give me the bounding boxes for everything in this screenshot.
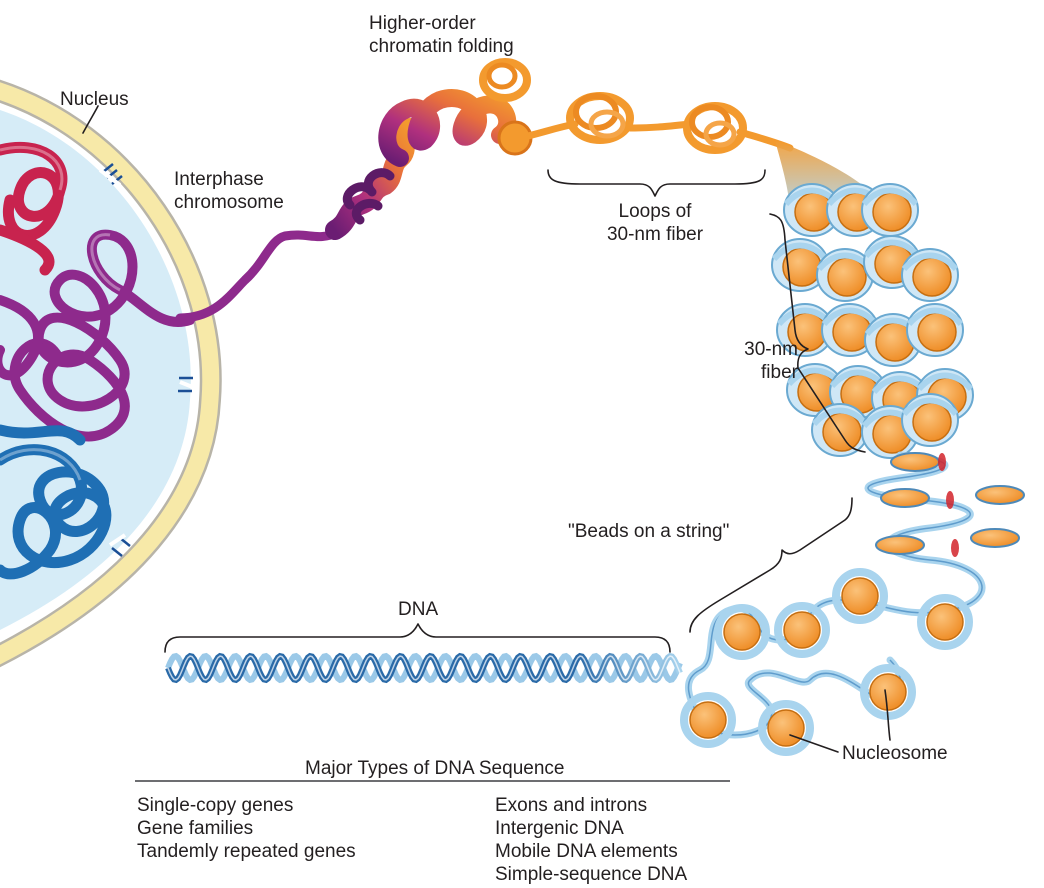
linker-histone	[946, 491, 954, 509]
nucleosome	[774, 602, 830, 658]
bracket-dna	[164, 623, 671, 653]
label-dna: DNA	[398, 599, 439, 620]
nucleosome	[758, 700, 814, 756]
fiber-loop	[683, 102, 747, 154]
nucleosome	[917, 594, 973, 650]
fiber-nucleosome	[906, 303, 964, 357]
label-30nm-fiber: 30-nm fiber	[700, 338, 798, 384]
fiber-loop	[479, 58, 531, 102]
label-beads-on-string: "Beads on a string"	[568, 521, 730, 542]
nucleosome	[714, 604, 770, 660]
dna-double-helix	[165, 652, 683, 684]
nucleosome	[680, 692, 736, 748]
table-left-item: Single-copy genes	[137, 795, 294, 816]
fiber-loops	[479, 58, 794, 154]
chromosome-highlights	[0, 145, 121, 481]
label-loops: Loops of 30-nm fiber	[590, 200, 720, 246]
bracket-beads	[689, 497, 853, 633]
30nm-fiber	[771, 183, 974, 459]
label-higher-order-line1: Higher-order	[369, 13, 476, 34]
higher-order-folding	[325, 89, 533, 240]
chromosome-red	[0, 141, 68, 241]
label-interphase-line1: Interphase	[174, 169, 264, 190]
fiber-nucleosome	[901, 393, 959, 447]
label-interphase-line2: chromosome	[174, 192, 284, 213]
nucleosome	[860, 664, 916, 720]
linker-histone	[938, 453, 946, 471]
table-divider	[135, 780, 730, 782]
disc-nucleosome	[975, 485, 1025, 505]
disc-nucleosome	[970, 528, 1020, 548]
chromosome-strand	[175, 227, 345, 323]
table-right-item: Mobile DNA elements	[495, 841, 678, 862]
leader-nucleus	[82, 105, 99, 134]
leader-nucleosome-2	[884, 689, 891, 741]
fiber-nucleosome	[811, 403, 869, 457]
table-title: Major Types of DNA Sequence	[305, 758, 565, 779]
table-left-column: Single-copy genes Gene families Tandemly…	[137, 794, 356, 863]
table-right-column: Exons and introns Intergenic DNA Mobile …	[495, 794, 687, 886]
label-nucleus: Nucleus	[60, 89, 129, 110]
bracket-30nm	[769, 213, 866, 453]
disc-nucleosome	[890, 452, 940, 472]
linker-histone	[951, 539, 959, 557]
bracket-loops	[547, 169, 766, 197]
disc-nucleosome	[875, 535, 925, 555]
fiber-nucleosome	[901, 248, 959, 302]
label-interphase-chromosome: Interphase chromosome	[174, 168, 284, 214]
chromosome-blue	[0, 444, 112, 580]
table-left-item: Gene families	[137, 818, 254, 839]
fiber-nucleosome	[861, 183, 919, 237]
label-nucleosome: Nucleosome	[842, 743, 948, 764]
table-left-item: Tandemly repeated genes	[137, 841, 356, 862]
nucleus	[0, 79, 222, 668]
label-loops-line2: 30-nm fiber	[606, 224, 704, 245]
fiber-nucleosome	[821, 303, 879, 357]
table-right-item: Simple-sequence DNA	[495, 864, 688, 885]
label-higher-order-line2: chromatin folding	[369, 36, 514, 57]
chromosome-purple	[9, 229, 195, 442]
fiber-loop	[566, 92, 634, 144]
table-right-item: Exons and introns	[495, 795, 648, 816]
table-right-item: Intergenic DNA	[495, 818, 624, 839]
fiber-nucleosome	[786, 363, 844, 417]
fiber-nucleosome	[776, 303, 834, 357]
leader-nucleosome	[789, 734, 839, 753]
nucleosome	[832, 568, 888, 624]
label-higher-order: Higher-order chromatin folding	[369, 12, 514, 58]
label-30nm-line1: 30-nm	[744, 339, 798, 360]
beads-on-string	[680, 451, 1025, 756]
disc-nucleosome	[880, 488, 930, 508]
label-loops-line1: Loops of	[618, 201, 692, 222]
label-30nm-line2: fiber	[761, 362, 798, 383]
